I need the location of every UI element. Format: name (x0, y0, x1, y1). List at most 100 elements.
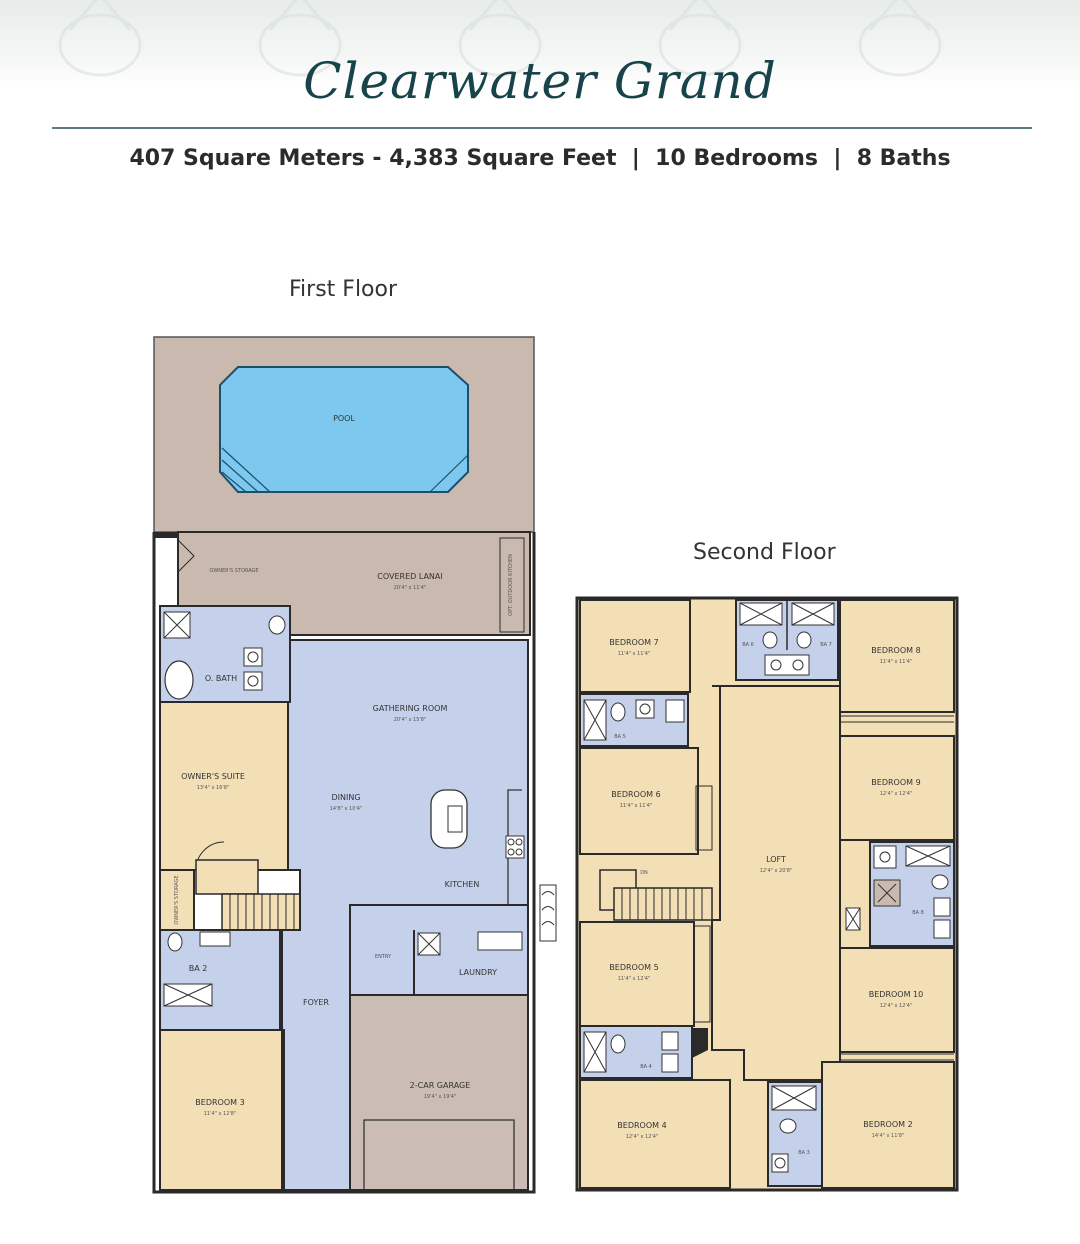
bedroom-6 (579, 747, 699, 855)
owners-storage-2 (159, 869, 195, 931)
covered-lanai-dim: 20'4" x 11'4" (394, 585, 427, 591)
toilet-icon (762, 631, 778, 649)
bedroom-3 (159, 1029, 283, 1191)
bedroom-7 (579, 599, 691, 693)
bedroom-9-label: BEDROOM 9 (871, 778, 920, 787)
pineapple-motif-icon (858, 0, 942, 77)
foyer-label: FOYER (303, 998, 329, 1007)
second-floor-plan: BEDROOM 7 11'4" x 11'4" BA 6 BA 7 BEDROO… (575, 596, 959, 1192)
stove-icon (515, 848, 523, 856)
bedroom-8-dim: 11'4" x 11'4" (880, 659, 913, 665)
bath-7-label: BA 7 (820, 642, 832, 648)
property-stats: 407 Square Meters - 4,383 Square Feet | … (0, 146, 1080, 171)
bath-8-label: BA 8 (912, 910, 924, 916)
toilet-icon (268, 615, 286, 635)
garage-door (363, 1119, 515, 1191)
pineapple-motif-icon (258, 0, 342, 77)
water-heater-icon (692, 1028, 708, 1058)
bedroom-6-dim: 11'4" x 11'4" (620, 803, 653, 809)
bedroom-9 (839, 735, 955, 841)
stove-icon (505, 835, 525, 859)
stove-icon (507, 838, 515, 846)
bedroom-2 (821, 1061, 955, 1189)
toilet-icon (610, 1034, 626, 1054)
sink-icon (243, 647, 263, 667)
loft-dim: 12'4" x 20'8" (760, 868, 793, 874)
loft (711, 685, 841, 1081)
sink-icon (771, 1153, 789, 1173)
storage-door (177, 539, 195, 573)
toilet-icon (931, 874, 949, 890)
bath-2-label: BA 2 (189, 964, 208, 973)
stairs (195, 859, 301, 933)
gathering-room-dim: 20'4" x 15'8" (394, 717, 427, 723)
entry-label: ENTRY (375, 954, 392, 960)
pineapple-motif-icon (458, 0, 542, 77)
dining-dim: 14'8" x 10'4" (330, 806, 363, 812)
sink-icon (199, 931, 231, 947)
exterior-wall (152, 532, 536, 1194)
bedroom-5-label: BEDROOM 5 (609, 963, 658, 972)
pool-steps (429, 454, 469, 493)
bedroom-7-dim: 11'4" x 11'4" (618, 651, 651, 657)
shower-icon (583, 1031, 607, 1073)
bedroom-2-label: BEDROOM 2 (863, 1120, 912, 1129)
washer-dryer-icon (477, 931, 523, 951)
bedroom-10-label: BEDROOM 10 (869, 990, 923, 999)
stat-bedrooms: 10 Bedrooms (655, 146, 818, 171)
toilet-icon (167, 932, 183, 952)
loft-label: LOFT (766, 855, 786, 864)
garage (349, 994, 529, 1191)
wall (154, 532, 178, 538)
water-heater-icon (877, 883, 897, 903)
sink-icon (447, 805, 463, 833)
page-title: Clearwater Grand (303, 52, 777, 110)
first-floor-plan: POOL COVERED LANAI 20'4" x 11'4" OPT. OU… (152, 336, 557, 1194)
garage-label: 2-CAR GARAGE (410, 1081, 471, 1090)
first-floor-label: First Floor (289, 277, 398, 302)
gathering-room-label: GATHERING ROOM (373, 704, 448, 713)
ac-unit-icon (539, 884, 557, 942)
stat-area: 407 Square Meters - 4,383 Square Feet (129, 146, 617, 171)
bedroom-3-label: BEDROOM 3 (195, 1098, 244, 1107)
sink-icon (933, 897, 951, 917)
bedroom-5-dim: 11'4" x 12'4" (618, 976, 651, 982)
sink-icon (247, 651, 259, 663)
bedroom-7-label: BEDROOM 7 (609, 638, 658, 647)
pool-steps (221, 447, 271, 493)
bath-4-label: BA 4 (640, 1064, 652, 1070)
sink-icon (635, 699, 655, 719)
opt-outdoor-kitchen-label: OPT. OUTDOOR KITCHEN (508, 554, 514, 616)
owners-suite (159, 701, 289, 871)
shower-icon (163, 983, 213, 1007)
sink-icon (792, 659, 804, 671)
garage-dim: 19'4" x 19'4" (424, 1094, 457, 1100)
pool (219, 366, 469, 493)
shower-icon (583, 699, 607, 741)
sink-icon (873, 845, 897, 869)
header-banner (0, 0, 1080, 90)
pineapple-motif-icon (658, 0, 742, 77)
stove-icon (507, 848, 515, 856)
bedroom-4 (579, 1079, 731, 1189)
bedroom-5 (579, 921, 695, 1027)
toilet-icon (779, 1118, 797, 1134)
second-floor-label: Second Floor (693, 540, 836, 565)
bedroom-10 (839, 947, 955, 1053)
bedroom-9-dim: 12'4" x 12'4" (880, 791, 913, 797)
sink-icon (661, 1031, 679, 1051)
sink-icon (879, 851, 891, 863)
laundry-label: LAUNDRY (459, 968, 497, 977)
sink-icon (764, 654, 810, 676)
bathtub-icon (164, 660, 194, 700)
shower-icon (163, 611, 191, 639)
sink-icon (770, 659, 782, 671)
bedroom-8-label: BEDROOM 8 (871, 646, 920, 655)
sink-icon (661, 1053, 679, 1073)
stairs (599, 869, 713, 921)
bedroom-4-dim: 12'4" x 12'4" (626, 1134, 659, 1140)
sink-icon (243, 671, 263, 691)
sink-icon (639, 703, 651, 715)
dining-label: DINING (331, 793, 360, 802)
